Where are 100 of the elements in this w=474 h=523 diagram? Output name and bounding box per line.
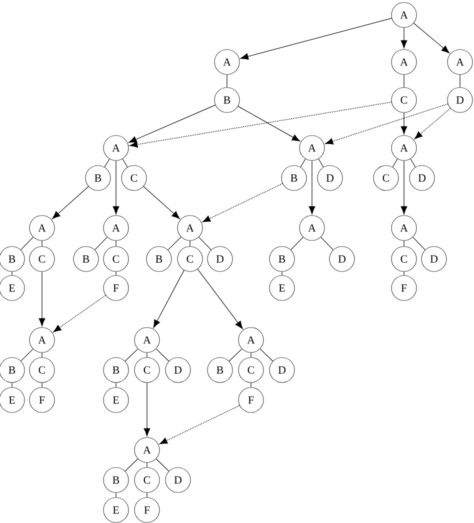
arrow [38,272,46,326]
tree-node: E [0,387,25,413]
tree-node: A [391,215,417,241]
tree-node: C [391,87,417,113]
tree-edge [146,492,148,498]
tree-node: D [447,87,473,113]
tree-node: F [391,275,417,301]
tree-node: F [134,497,160,523]
tree-edge [250,352,252,358]
arrow [400,28,408,48]
arrow [400,112,408,134]
tree-node: A [29,215,55,241]
dotted-arrow [53,294,106,332]
arrow [238,106,300,142]
tree-edge [412,236,426,250]
tree-node: B [281,165,307,191]
tree-node: B [207,357,233,383]
tree-node: A [299,215,325,241]
tree-node: B [103,357,129,383]
tree-node: B [214,87,240,113]
tree-edge [250,382,252,388]
tree-node: B [73,246,99,272]
dotted-arrow [414,108,451,140]
arrow [128,104,216,143]
tree-edge [228,348,242,362]
tree-node: A [238,327,264,353]
tree-edge [410,158,416,168]
dotted-arrow [160,405,240,444]
tree-node: C [103,246,129,272]
tree-edge [300,158,306,168]
tree-node: F [29,387,55,413]
tree-node: A [214,49,240,75]
tree-node: A [447,49,473,75]
tree-edge [156,458,170,472]
arrow [240,18,392,60]
tree-edge [104,158,110,168]
tree-node: D [207,246,233,272]
tree-edge [318,158,324,168]
tree-node: D [269,357,295,383]
tree-node: C [134,357,160,383]
tree-node: D [165,357,191,383]
tree-node: E [103,497,129,523]
tree-node: E [103,387,129,413]
tree-node: D [421,246,447,272]
tree-edge [260,348,274,362]
tree-edge [20,236,34,250]
arrow [308,160,316,214]
tree-node: A [299,135,325,161]
tree-node: A [391,135,417,161]
tree-node: B [85,165,111,191]
tree-node: D [165,467,191,493]
tree-node: A [134,327,160,353]
tree-edge [122,158,128,168]
tree-node: A [103,215,129,241]
tree-node: C [177,246,203,272]
tree-edge [124,458,138,472]
tree-node: A [103,135,129,161]
tree-node: C [391,246,417,272]
dotted-arrow [202,183,283,222]
tree-node: A [29,327,55,353]
tree-edge [146,462,148,468]
tree-edge [146,352,148,358]
arrow [143,186,180,219]
arrow [112,160,120,214]
tree-node: D [329,246,355,272]
tree-edge [94,236,108,250]
tree-edge [226,74,228,88]
tree-node: A [391,49,417,75]
dotted-arrow [325,104,448,144]
arrow [144,382,150,436]
tree-node: C [29,357,55,383]
tree-edge [320,236,334,250]
tree-node: C [373,165,399,191]
arrow [197,268,243,330]
tree-node: E [269,275,295,301]
arrow [414,22,450,54]
tree-node: B [269,246,295,272]
tree-edge [198,236,212,250]
tree-node: C [134,467,160,493]
tree-node: A [177,215,203,241]
tree-node: B [0,246,25,272]
tree-node: C [238,357,264,383]
tree-edge [20,348,34,362]
tree-edge [156,348,170,362]
tree-node: B [146,246,172,272]
tree-node: D [317,165,343,191]
tree-node: F [103,275,129,301]
tree-node: E [0,275,25,301]
tree-edge [124,348,138,362]
tree-edge [290,236,304,250]
arrow [400,160,408,214]
dotted-arrow [130,102,392,148]
tree-node: B [0,357,25,383]
tree-edge [392,158,398,168]
tree-edge [168,236,182,250]
tree-node: F [238,387,264,413]
tree-node: A [134,437,160,463]
tree-node: B [103,467,129,493]
tree-node: C [121,165,147,191]
arrow [153,270,184,328]
